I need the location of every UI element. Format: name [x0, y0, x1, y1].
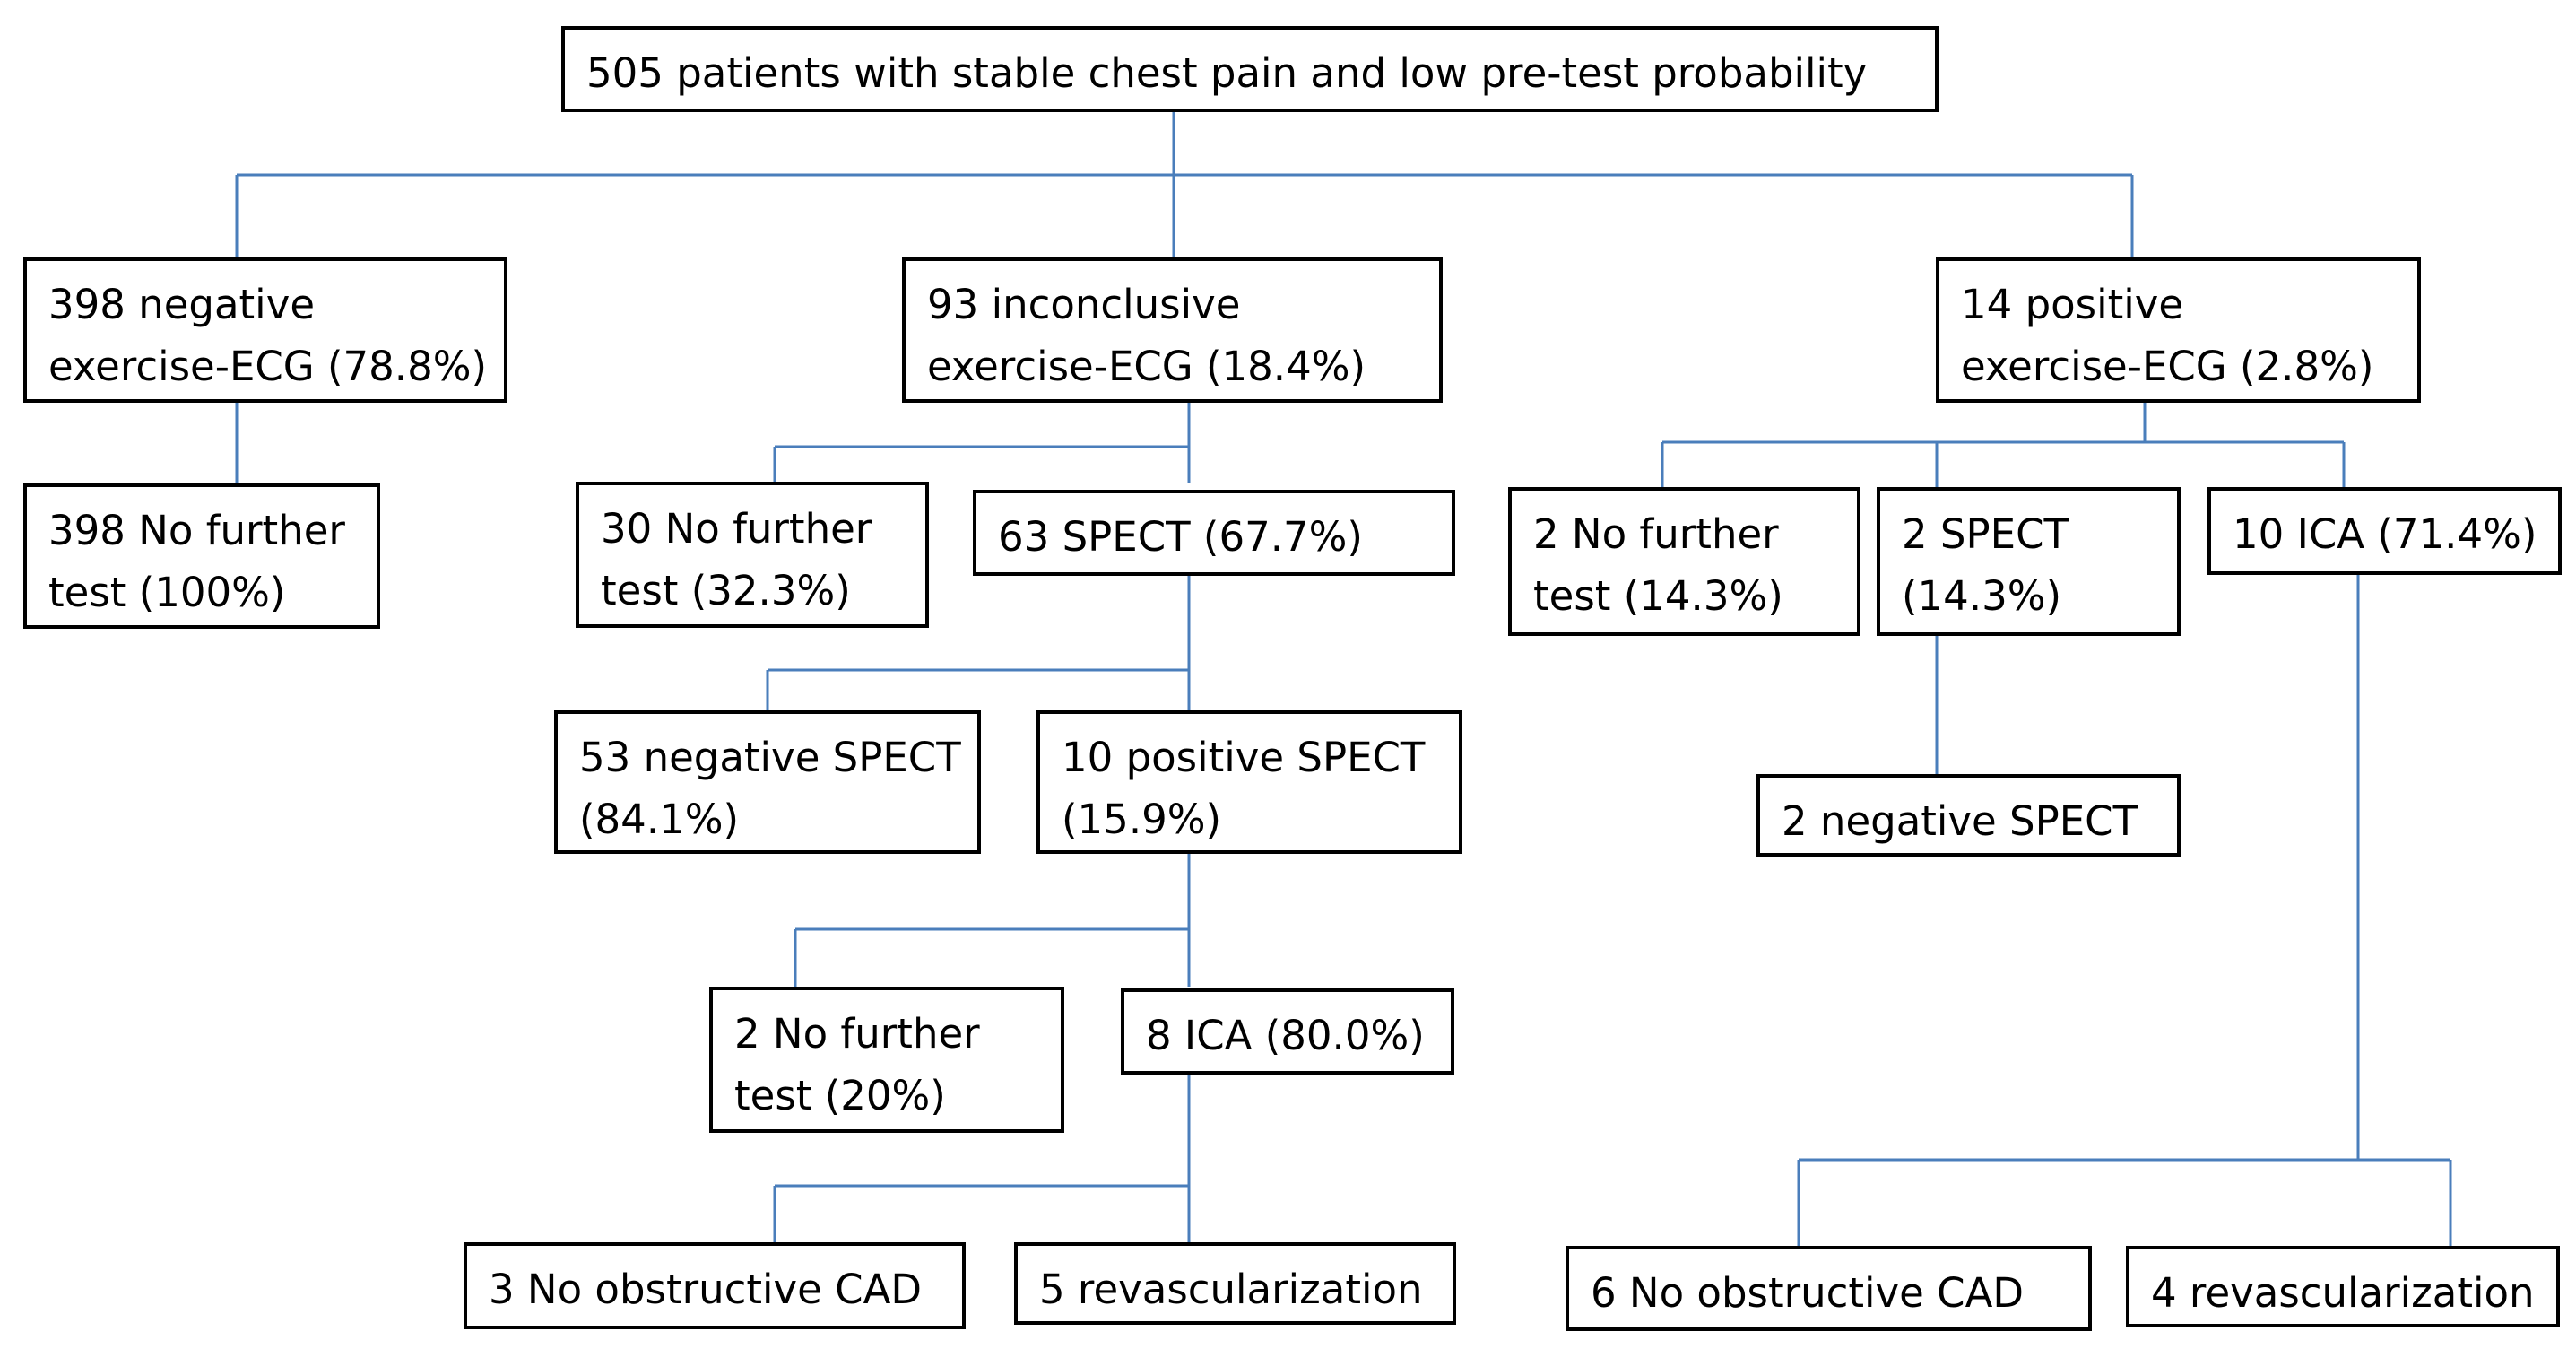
negative-no-further-test-box: 398 No further test (100%)	[23, 483, 380, 629]
box-line: 30 No further	[601, 505, 872, 553]
root-patients-box: 505 patients with stable chest pain and …	[561, 26, 1939, 112]
box-line: 4 revascularization	[2151, 1269, 2535, 1317]
box-line: test (32.3%)	[601, 567, 851, 614]
box-line: 10 ICA (71.4%)	[2233, 510, 2537, 558]
box-line: 398 No further	[48, 507, 345, 554]
box-line: 2 negative SPECT	[1782, 797, 2138, 845]
box-line: 63 SPECT (67.7%)	[998, 513, 1363, 561]
box-line: 93 inconclusive	[927, 281, 1241, 328]
positive-revascularization-box: 4 revascularization	[2126, 1246, 2560, 1327]
inconclusive-ecg-box: 93 inconclusive exercise-ECG (18.4%)	[902, 257, 1443, 403]
box-line: 2 No further	[734, 1010, 980, 1057]
positive-no-further-test-box: 2 No further test (14.3%)	[1508, 487, 1860, 636]
box-line: exercise-ECG (18.4%)	[927, 343, 1366, 390]
box-line: test (100%)	[48, 569, 286, 616]
box-line: 3 No obstructive CAD	[489, 1266, 923, 1313]
positive-ecg-box: 14 positive exercise-ECG (2.8%)	[1936, 257, 2421, 403]
inconclusive-ica-box: 8 ICA (80.0%)	[1121, 988, 1454, 1075]
inconclusive-no-further-test-box: 30 No further test (32.3%)	[576, 482, 929, 628]
inconclusive-no-obstructive-cad-box: 3 No obstructive CAD	[464, 1242, 966, 1329]
positive-spect-box: 2 SPECT (14.3%)	[1877, 487, 2181, 636]
box-line: (84.1%)	[579, 796, 740, 843]
box-line: 8 ICA (80.0%)	[1146, 1012, 1425, 1059]
box-line: (14.3%)	[1902, 572, 2062, 620]
box-line: 10 positive SPECT	[1062, 734, 1426, 781]
box-line: exercise-ECG (2.8%)	[1961, 343, 2374, 390]
spect-no-further-test-box: 2 No further test (20%)	[709, 987, 1064, 1133]
box-line: 53 negative SPECT	[579, 734, 961, 781]
box-line: 505 patients with stable chest pain and …	[586, 49, 1868, 97]
box-line: test (14.3%)	[1533, 572, 1783, 620]
box-line: 2 SPECT	[1902, 510, 2069, 558]
positive-negative-spect-box: 2 negative SPECT	[1756, 774, 2181, 857]
box-line: 398 negative	[48, 281, 316, 328]
box-line: 14 positive	[1961, 281, 2184, 328]
box-line: test (20%)	[734, 1072, 946, 1119]
box-line: 5 revascularization	[1039, 1266, 1423, 1313]
box-line: (15.9%)	[1062, 796, 1222, 843]
box-line: 6 No obstructive CAD	[1591, 1269, 2025, 1317]
inconclusive-revascularization-box: 5 revascularization	[1014, 1242, 1456, 1325]
positive-no-obstructive-cad-box: 6 No obstructive CAD	[1566, 1246, 2092, 1331]
positive-spect-box: 10 positive SPECT (15.9%)	[1036, 710, 1462, 854]
box-line: 2 No further	[1533, 510, 1779, 558]
negative-ecg-box: 398 negative exercise-ECG (78.8%)	[23, 257, 507, 403]
inconclusive-spect-box: 63 SPECT (67.7%)	[973, 490, 1455, 576]
box-line: exercise-ECG (78.8%)	[48, 343, 488, 390]
positive-ica-box: 10 ICA (71.4%)	[2207, 487, 2562, 575]
negative-spect-box: 53 negative SPECT (84.1%)	[554, 710, 981, 854]
